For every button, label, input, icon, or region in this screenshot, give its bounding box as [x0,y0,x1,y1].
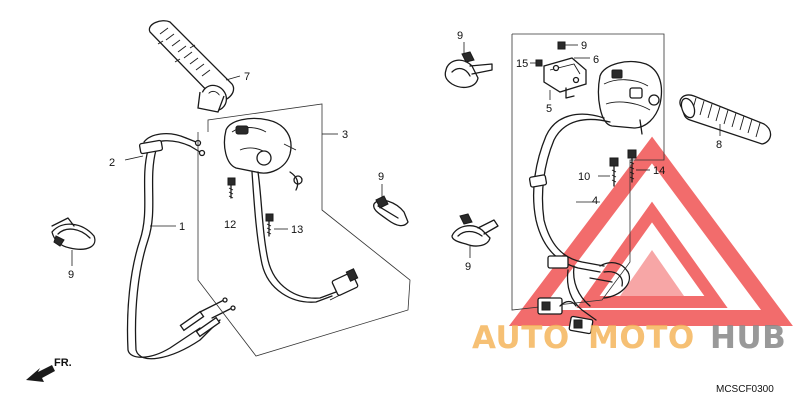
callout-9-right: 9 [465,261,471,273]
callout-3: 3 [342,129,348,141]
callout-13: 13 [291,224,303,236]
diagram-code: MCSCF0300 [716,384,774,395]
watermark-word-moto: MOTO [588,320,695,356]
watermark-word-auto: AUTO [472,320,570,356]
callout-12-right: 10 [578,171,590,183]
screw-13 [265,213,274,237]
callout-2: 2 [109,157,115,169]
watermark-word-hub: HUB [710,320,786,356]
callout-8: 8 [716,139,722,151]
watermark-text: AUTO MOTO HUB [472,320,786,356]
cable-clamp-mid [373,195,409,227]
callout-6: 6 [593,54,599,66]
screw-12-right [609,157,619,187]
left-handlebar-switch [528,61,663,335]
screw-12-left [227,177,236,199]
cable-clamp-10 [444,51,493,89]
screw-14 [627,149,637,183]
callout-15: 15 [516,58,528,70]
direction-label: FR. [54,357,72,369]
callout-10: 9 [457,30,463,42]
right-handlebar-switch [223,117,359,303]
front-direction-arrow: FR. [26,357,72,382]
callout-12-left: 12 [224,219,236,231]
screw-11 [557,41,566,50]
callout-9-mid: 9 [378,171,384,183]
watermark-triangle-logo [508,136,793,326]
switch-bracket [543,57,587,99]
cable-clamp-left [51,217,96,250]
callout-7: 7 [244,71,250,83]
callout-1: 1 [179,221,185,233]
callout-14: 14 [653,165,665,177]
callout-4: 4 [592,195,598,207]
throttle-grip [148,20,235,113]
callout-11: 9 [581,40,587,52]
screw-15 [535,59,543,67]
throttle-cables [126,132,236,360]
callout-9-left: 9 [68,269,74,281]
callout-5: 5 [546,103,552,115]
left-grip [679,94,772,145]
cable-clamp-right [451,213,499,247]
